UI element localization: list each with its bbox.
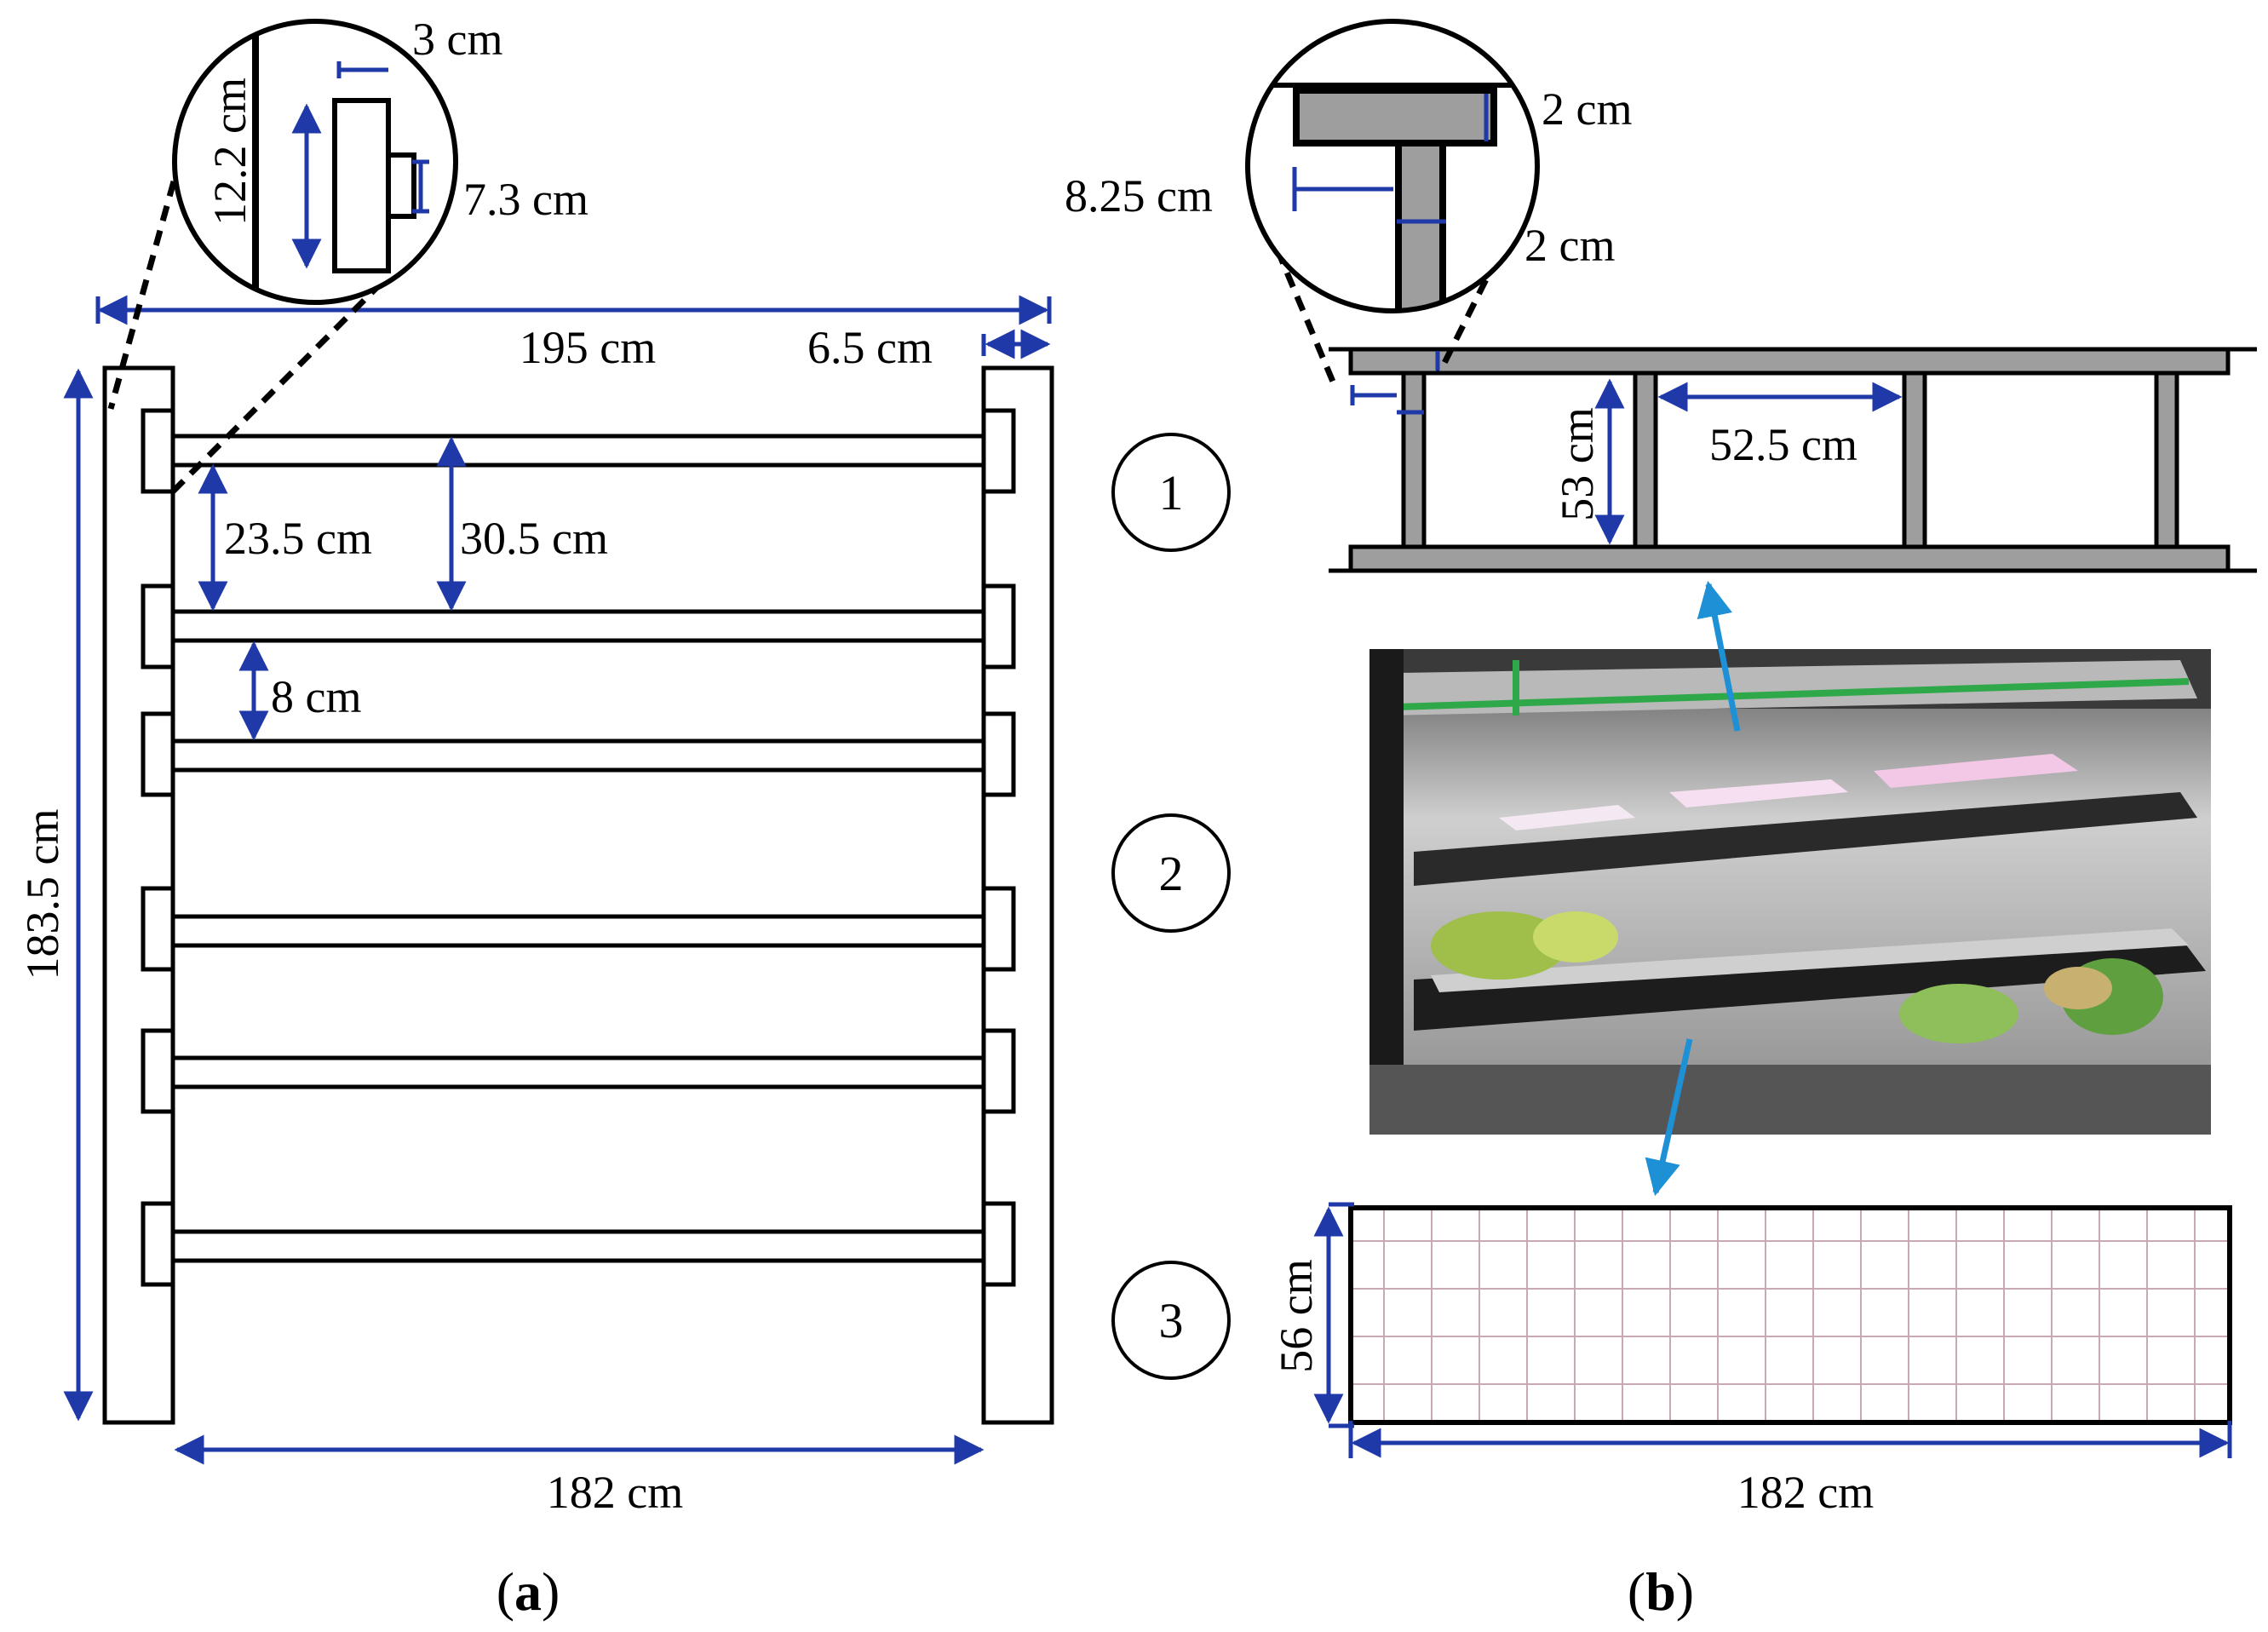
dim-inset-bracket-height: 12.2 cm xyxy=(204,78,256,226)
dim-inset-side: 7.3 cm xyxy=(463,174,589,225)
dim-web: 2 cm xyxy=(1524,220,1615,271)
svg-text:2: 2 xyxy=(1159,846,1184,901)
panel-b-label: (b) xyxy=(1628,1561,1694,1622)
inset-a xyxy=(172,19,458,305)
dim-post-width: 6.5 cm xyxy=(807,322,933,373)
inset-b xyxy=(1245,19,1540,313)
panel-b: 1 2 3 xyxy=(1065,19,2257,1622)
dim-inner-gap: 23.5 cm xyxy=(224,513,372,564)
dim-inset-top: 3 cm xyxy=(412,14,502,65)
dim-total-width: 195 cm xyxy=(520,322,656,373)
dim-inner-width: 182 cm xyxy=(547,1467,683,1518)
dim-flange: 2 cm xyxy=(1542,83,1632,135)
svg-text:1: 1 xyxy=(1159,465,1184,520)
shelf-section xyxy=(1329,347,2257,573)
zoom-lines-a xyxy=(107,156,403,497)
marker-2: 2 xyxy=(1111,813,1231,933)
dim-grid-depth: 56 cm xyxy=(1271,1259,1322,1372)
marker-3: 3 xyxy=(1111,1261,1231,1380)
panel-a-label: (a) xyxy=(497,1561,560,1622)
dim-small-gap: 8 cm xyxy=(271,671,361,722)
grid-shelf xyxy=(1348,1205,2232,1425)
panel-a: 3 cm 12.2 cm 7.3 cm 195 cm 6.5 cm 183.5 … xyxy=(17,14,1054,1622)
dim-height: 183.5 cm xyxy=(17,809,68,980)
grow-rack-photo xyxy=(1369,649,2211,1135)
grid-dimensions xyxy=(1313,1202,2232,1458)
dim-shelf-height: 53 cm xyxy=(1552,407,1603,520)
dim-shelf-span: 52.5 cm xyxy=(1709,419,1857,470)
panel-a-dimensions xyxy=(63,295,1052,1465)
dim-shelf-pitch: 30.5 cm xyxy=(460,513,608,564)
dim-grid-width: 182 cm xyxy=(1737,1467,1874,1518)
shelf-beams xyxy=(141,408,1016,1287)
dim-depth: 8.25 cm xyxy=(1065,170,1213,221)
shelf-dimensions xyxy=(1350,351,1903,545)
photo-arrows xyxy=(1645,580,1741,1197)
marker-1: 1 xyxy=(1111,433,1231,552)
svg-text:3: 3 xyxy=(1159,1293,1184,1348)
